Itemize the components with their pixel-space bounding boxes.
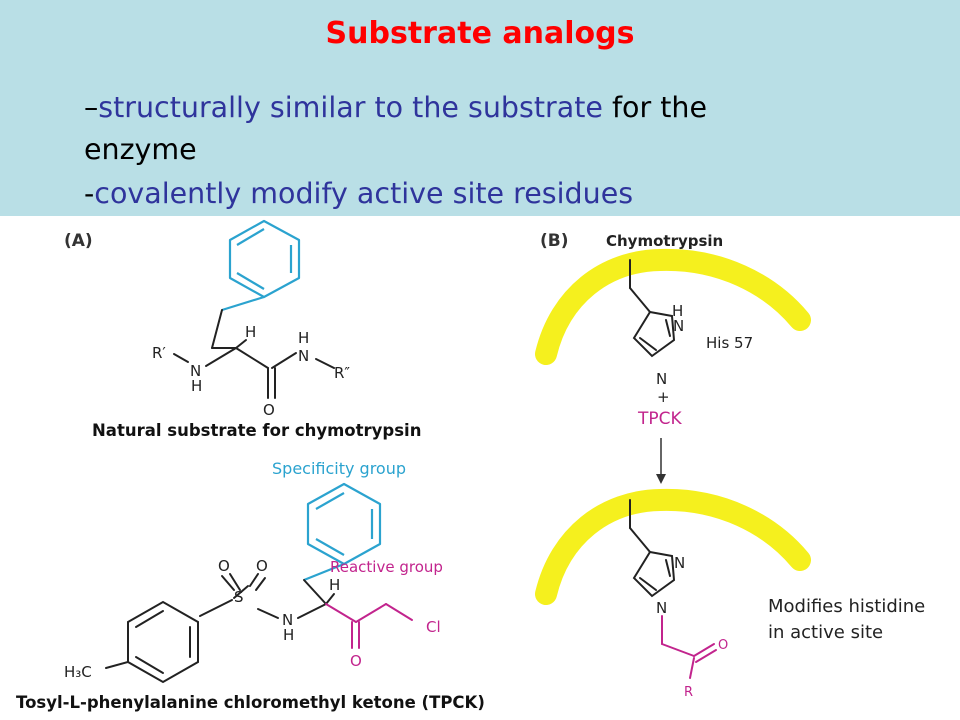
bullet-black-text: for the (602, 91, 708, 124)
slide-title: Substrate analogs (325, 16, 635, 51)
tpck-phenyl-ring (303, 482, 382, 582)
note-modifies-histidine: Modifies histidine (768, 596, 925, 617)
reaction-arrow (656, 438, 666, 484)
atom-h: H (191, 377, 202, 395)
atom-s: S (234, 588, 244, 606)
atom-o: O (218, 557, 230, 575)
atom-h3c: H₃C (64, 663, 92, 681)
caption-natural-substrate: Natural substrate for chymotrypsin (92, 421, 421, 440)
caption-tpck: Tosyl-L-phenylalanine chloromethyl keton… (16, 693, 485, 712)
atom-h: H (245, 323, 256, 341)
label-tpck-reagent: TPCK (637, 409, 683, 429)
natural-phenyl-ring (221, 219, 301, 312)
atom-o: O (263, 401, 275, 419)
label-specificity-group: Specificity group (272, 459, 406, 478)
atom-h: H (298, 329, 309, 347)
atom-r: R (684, 685, 693, 700)
atom-n: N (656, 370, 667, 388)
atom-n: N (282, 611, 293, 629)
label-his57: His 57 (706, 334, 753, 352)
atom-r-dprime: R″ (334, 364, 350, 382)
atom-n: N (190, 362, 201, 380)
bullet-enzyme-text: enzyme (84, 133, 197, 166)
panel-b-label: (B) (540, 231, 569, 251)
bullet-dash: – (84, 91, 99, 124)
bullet-enzyme: enzyme (84, 128, 197, 172)
enzyme-band-top (535, 248, 811, 365)
atom-n: N (673, 317, 684, 335)
atom-o: O (350, 652, 362, 670)
bullet-covalently-modify: -covalently modify active site residues (84, 172, 633, 216)
atom-h: H (283, 626, 294, 644)
panel-a-label: (A) (64, 231, 93, 251)
atom-o: O (256, 557, 268, 575)
bullet-dash: - (84, 177, 95, 210)
label-chymotrypsin: Chymotrypsin (606, 232, 723, 250)
note-active-site: in active site (768, 622, 883, 643)
bullet-blue-text: covalently modify active site residues (94, 177, 634, 210)
bullet-structurally-similar: –structurally similar to the substrate f… (84, 86, 707, 130)
atom-cl: Cl (426, 618, 441, 636)
atom-h: H (329, 576, 340, 594)
label-reactive-group: Reactive group (330, 558, 443, 576)
atom-n: N (656, 599, 667, 617)
bullet-blue-text: structurally similar to the substrate (98, 91, 603, 124)
tpck-backbone (199, 573, 335, 619)
alkyl-chain (661, 615, 717, 679)
plus-sign: + (657, 388, 670, 406)
tosyl-ring (105, 600, 199, 684)
header-banner: Substrate analogs –structurally similar … (0, 0, 960, 216)
chemistry-figure: (A) H N H R′ H N R″ O Natural substrate … (16, 219, 925, 712)
natural-substrate-backbone (173, 309, 335, 399)
enzyme-band-bottom (535, 488, 811, 605)
atom-h: H (672, 302, 683, 320)
his57-imidazole-bottom (629, 499, 676, 598)
atom-r-prime: R′ (152, 344, 166, 362)
atom-o: O (718, 638, 728, 653)
atom-n: N (674, 554, 685, 572)
tpck-reactive-chain (325, 603, 413, 649)
his57-imidazole-top (629, 259, 676, 358)
atom-n: N (298, 347, 309, 365)
